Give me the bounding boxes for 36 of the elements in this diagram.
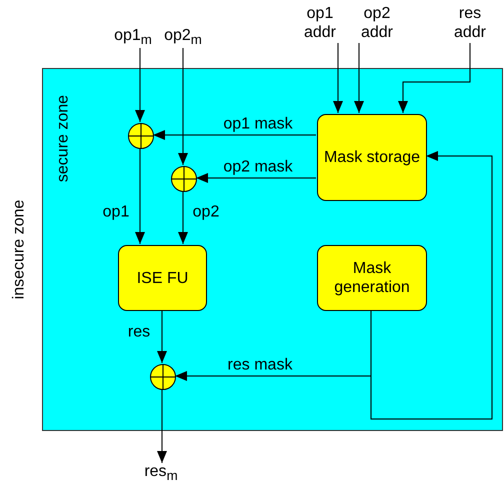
edge-label: op1 mask <box>223 114 293 134</box>
zone-title: secure zone <box>54 94 72 184</box>
arrow <box>178 48 188 166</box>
edge-label: op1 <box>102 202 130 222</box>
zone-label: insecure zone <box>10 198 28 302</box>
signal-label: op1 addr <box>298 4 342 42</box>
block-title: ISE FU <box>136 268 190 288</box>
arrow <box>196 173 316 183</box>
block-title: Mask storage <box>322 148 422 167</box>
edge-label: op2 <box>192 202 220 222</box>
signal-label: res$_{m}$ <box>144 462 178 486</box>
arrow <box>152 130 316 140</box>
edge-label: res <box>128 322 150 342</box>
signal-label: op2 addr <box>355 4 399 42</box>
arrow <box>398 42 470 114</box>
secure-zone-panel <box>42 68 503 431</box>
arrow <box>135 148 145 244</box>
arrow <box>370 151 492 420</box>
function-block <box>317 114 427 201</box>
edge-label: res mask <box>228 356 292 374</box>
xor-circle <box>150 364 176 390</box>
block-title: Mask generation <box>333 259 411 297</box>
function-block <box>317 245 427 311</box>
arrow <box>354 42 364 114</box>
signal-label: res addr <box>448 4 492 42</box>
xor-circle <box>128 123 154 149</box>
arrow <box>178 190 188 244</box>
signal-label: op2$_{m}$ <box>164 26 202 50</box>
xor-circle <box>171 166 197 192</box>
arrow <box>135 48 145 122</box>
edge-label: op2 mask <box>223 158 293 176</box>
signal-label: op1$_{m}$ <box>114 26 152 50</box>
arrow <box>157 310 167 364</box>
function-block <box>118 245 207 311</box>
arrow <box>157 388 167 464</box>
arrow <box>333 42 343 114</box>
